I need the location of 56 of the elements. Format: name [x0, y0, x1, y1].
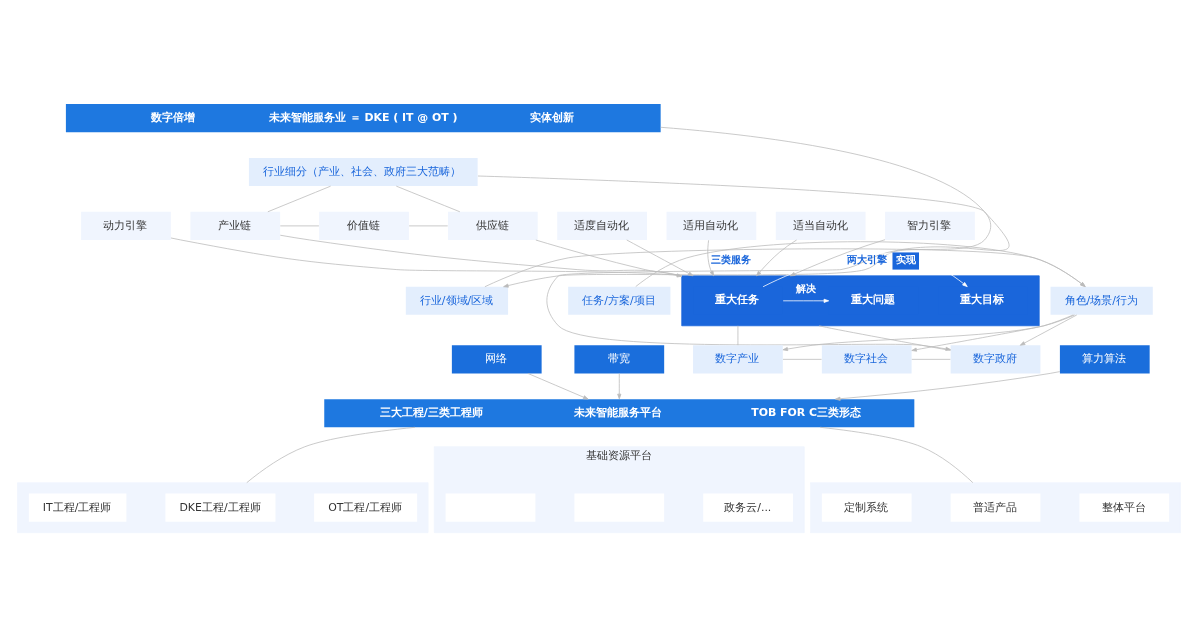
cluster	[17, 481, 429, 533]
node-box: 网络	[451, 344, 542, 373]
edge-label: 解决	[795, 282, 816, 294]
connector	[911, 358, 951, 360]
arrow	[626, 239, 694, 276]
connector	[408, 225, 449, 226]
node-box: 价值链	[319, 211, 409, 240]
node-box: 算力算法	[1059, 344, 1150, 373]
node-box: 供应链	[447, 211, 538, 240]
node-box: 带宽	[574, 344, 665, 373]
arrow	[756, 239, 797, 276]
node-box: 适当自动化	[775, 211, 866, 240]
connector	[267, 185, 332, 212]
connector	[279, 225, 320, 226]
connector	[395, 185, 461, 212]
edge-label: 实现	[895, 253, 916, 265]
arrow	[782, 298, 830, 303]
node-box: 数字政府	[950, 344, 1041, 373]
node-box: 适用自动化	[666, 211, 757, 240]
cluster	[810, 481, 1181, 533]
connector	[819, 426, 974, 483]
arrow	[635, 240, 1086, 287]
arrow	[1019, 314, 1078, 346]
connector	[782, 358, 822, 360]
arrow	[782, 314, 1076, 351]
node-box: 数字倍增 未来智能服务业 ＝ DKE ( IT @ OT ) 实体创新	[65, 103, 661, 132]
connector	[535, 239, 683, 277]
node-box: 行业细分（产业、社会、政府三大范畴）	[248, 157, 478, 186]
arrow	[911, 314, 1074, 352]
arrow	[835, 370, 1061, 401]
arrow	[477, 175, 1010, 351]
node-box: 角色/场景/行为	[1050, 286, 1153, 315]
arrow	[170, 237, 683, 277]
node-text: 重大问题	[851, 292, 896, 306]
edge-label: 三类服务	[710, 253, 751, 265]
node-box: 任务/方案/项目	[568, 286, 671, 315]
connector	[818, 324, 951, 351]
arrow	[484, 247, 1086, 287]
arrow	[503, 126, 992, 288]
node-box: 智力引擎	[885, 211, 975, 240]
node-text: 重大目标	[960, 292, 1005, 306]
connector	[279, 234, 683, 277]
arrow	[707, 239, 715, 276]
node-text: 重大任务	[715, 292, 760, 306]
arrow	[617, 372, 622, 399]
node-box: 适度自动化	[557, 211, 647, 240]
edge-label: 两大引擎	[847, 253, 888, 265]
connector	[246, 426, 416, 483]
arrow	[789, 238, 886, 276]
node-box: 数字社会	[821, 344, 912, 373]
node-box: 产业链	[190, 211, 281, 240]
node-box: 行业/领域/区域	[405, 286, 509, 315]
arrow	[527, 372, 589, 399]
node-box: 数字产业	[693, 344, 783, 373]
node-box: 动力引擎	[81, 211, 171, 240]
cluster	[681, 274, 1040, 326]
